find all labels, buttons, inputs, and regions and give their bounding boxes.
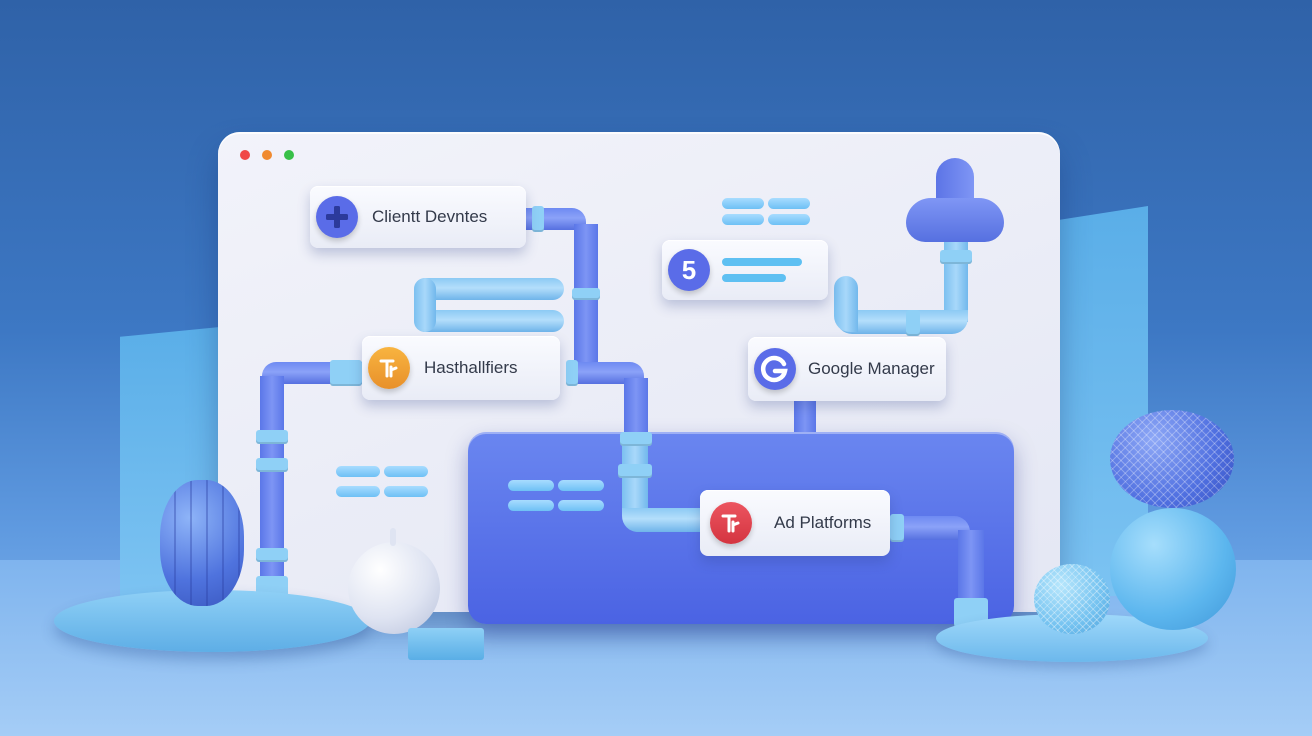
- card-label-google-manager: Google Manager: [808, 359, 935, 378]
- white-ball: [348, 542, 440, 634]
- plus-icon: [316, 196, 358, 238]
- mesh-ball-large-pattern: [1110, 410, 1234, 508]
- number-five-icon: 5: [668, 249, 710, 291]
- card-label-ad-platforms: Ad Platforms: [774, 513, 872, 532]
- t-icon: [368, 347, 410, 389]
- card-hash-amplifiers[interactable]: Hasthallfiers: [362, 336, 560, 400]
- mesh-ball-small: [1034, 564, 1110, 634]
- white-ball-stem: [390, 528, 396, 546]
- card-five-lines: [722, 258, 802, 282]
- close-dot[interactable]: [240, 150, 250, 160]
- mesh-ball-large: [1110, 410, 1234, 508]
- card-ad-platforms[interactable]: Ad Platforms: [700, 490, 890, 556]
- small-blue-block: [408, 628, 484, 660]
- egg-stripes: [160, 480, 244, 606]
- maximize-dot[interactable]: [284, 150, 294, 160]
- card-label-hash-amplifiers: Hasthallfiers: [424, 358, 518, 377]
- card-label-client-devices: Clientt Devntes: [372, 207, 488, 226]
- mesh-ball-small-pattern: [1034, 564, 1110, 634]
- card-client-devices[interactable]: Clientt Devntes: [310, 186, 526, 248]
- badge-five-text: 5: [681, 254, 697, 285]
- funnel-icon: [906, 158, 1004, 244]
- google-g-icon: [754, 348, 796, 390]
- light-blue-ball: [1110, 508, 1236, 630]
- card-five[interactable]: 5: [662, 240, 828, 300]
- minimize-dot[interactable]: [262, 150, 272, 160]
- blue-segmented-egg: [160, 480, 244, 606]
- t-icon: [710, 502, 752, 544]
- card-google-manager[interactable]: Google Manager: [748, 337, 946, 401]
